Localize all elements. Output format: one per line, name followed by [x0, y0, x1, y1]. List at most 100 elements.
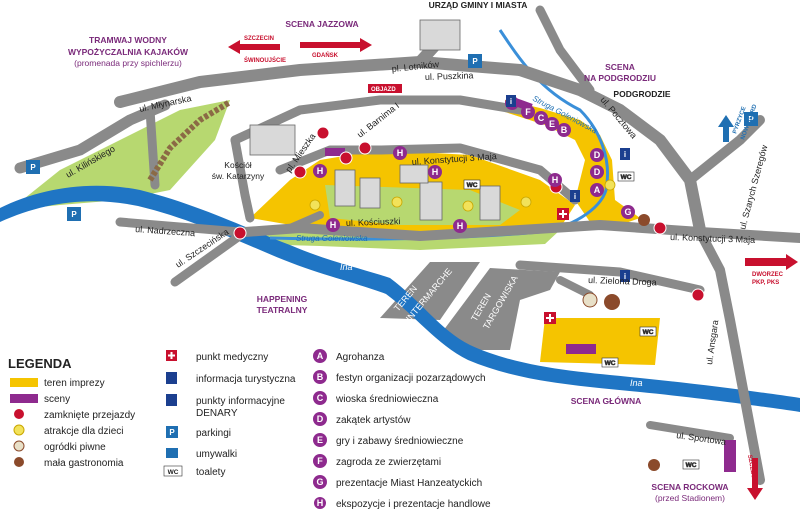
svg-text:A: A [317, 351, 324, 361]
svg-text:DENARY: DENARY [196, 408, 238, 419]
svg-text:(przed Stadionem): (przed Stadionem) [655, 493, 725, 503]
svg-text:DWORZEC: DWORZEC [752, 272, 784, 278]
svg-text:pl. Lotników: pl. Lotników [391, 59, 440, 74]
svg-text:ogródki piwne: ogródki piwne [44, 442, 106, 453]
svg-text:WYPOŻYCZALNIA KAJAKÓW: WYPOŻYCZALNIA KAJAKÓW [68, 46, 189, 57]
svg-text:wioska średniowieczna: wioska średniowieczna [335, 394, 439, 405]
old-town-wall [147, 99, 232, 182]
svg-text:WC: WC [686, 462, 697, 469]
svg-text:NA PODGRODZIU: NA PODGRODZIU [584, 73, 656, 83]
svg-text:Ina: Ina [340, 262, 353, 272]
svg-text:PKP, PKS: PKP, PKS [752, 280, 779, 286]
svg-text:(promenada przy spichlerzu): (promenada przy spichlerzu) [74, 58, 182, 68]
svg-text:atrakcje dla dzieci: atrakcje dla dzieci [44, 426, 123, 437]
svg-text:H: H [330, 220, 337, 230]
svg-text:toalety: toalety [196, 467, 225, 478]
svg-text:ul. Kościuszki: ul. Kościuszki [346, 216, 401, 228]
direction-arrows [228, 38, 798, 500]
svg-text:Struga Goleniowska: Struga Goleniowska [296, 234, 368, 243]
river-ina [0, 185, 800, 412]
svg-text:Agrohanza: Agrohanza [336, 352, 385, 363]
svg-text:sceny: sceny [44, 394, 70, 405]
svg-text:C: C [538, 113, 545, 123]
svg-text:P: P [30, 163, 36, 172]
svg-text:ul. Zielona Droga: ul. Zielona Droga [588, 275, 657, 287]
svg-text:WC: WC [621, 174, 632, 181]
svg-text:D: D [594, 150, 601, 160]
svg-text:H: H [552, 175, 559, 185]
svg-text:OBJAZD: OBJAZD [371, 87, 396, 93]
svg-text:H: H [397, 148, 404, 158]
svg-text:Ina: Ina [630, 378, 643, 388]
svg-text:ul. Szarych Szeregów: ul. Szarych Szeregów [737, 143, 769, 230]
svg-text:HAPPENING: HAPPENING [257, 294, 308, 304]
svg-text:gry i zabawy średniowieczne: gry i zabawy średniowieczne [336, 436, 464, 447]
svg-text:H: H [317, 166, 324, 176]
food-markers [582, 214, 660, 471]
svg-text:SCENA ROCKOWA: SCENA ROCKOWA [651, 482, 728, 492]
svg-text:B: B [317, 372, 324, 382]
svg-text:SCENA JAZZOWA: SCENA JAZZOWA [285, 19, 358, 29]
svg-text:Kościół: Kościół [224, 160, 252, 170]
svg-text:ul. Ansgara: ul. Ansgara [704, 319, 720, 365]
svg-text:G: G [624, 207, 631, 217]
info-markers: i i i i [506, 95, 630, 282]
svg-text:prezentacje Miast Hanzeatyckic: prezentacje Miast Hanzeatyckich [336, 478, 482, 489]
svg-text:PODGRODZIE: PODGRODZIE [613, 89, 670, 99]
svg-text:H: H [317, 498, 324, 508]
svg-text:mała gastronomia: mała gastronomia [44, 458, 124, 469]
svg-text:zamknięte przejazdy: zamknięte przejazdy [44, 410, 135, 421]
medical-markers [544, 208, 569, 324]
children-attraction-markers [309, 179, 616, 212]
wc-markers: WC WC WC WC WC [463, 171, 700, 470]
svg-text:URZĄD GMINY I MIASTA: URZĄD GMINY I MIASTA [429, 0, 528, 10]
svg-text:SZCZECIN: SZCZECIN [746, 454, 757, 485]
svg-text:F: F [317, 456, 323, 466]
parking-markers: P P P P [26, 54, 758, 221]
svg-text:parkingi: parkingi [196, 428, 231, 439]
svg-text:ŚWINOUJŚCIE: ŚWINOUJŚCIE [244, 57, 286, 64]
svg-text:P: P [169, 428, 175, 437]
svg-text:festyn organizacji pozarządowy: festyn organizacji pozarządowych [336, 373, 486, 384]
svg-text:H: H [432, 167, 439, 177]
svg-text:SCENA GŁÓWNA: SCENA GŁÓWNA [571, 395, 642, 406]
svg-text:punkt medyczny: punkt medyczny [196, 352, 268, 363]
svg-text:i: i [624, 150, 626, 159]
svg-text:informacja turystyczna: informacja turystyczna [196, 374, 296, 385]
legend-title: LEGENDA [8, 356, 72, 371]
svg-text:P: P [748, 115, 754, 124]
svg-text:i: i [574, 192, 576, 201]
svg-text:umywalki: umywalki [196, 449, 237, 460]
svg-text:i: i [510, 97, 512, 106]
svg-text:zagroda ze zwierzętami: zagroda ze zwierzętami [336, 457, 441, 468]
buildings [249, 19, 501, 221]
svg-text:SCENA: SCENA [605, 62, 635, 72]
svg-text:D: D [594, 167, 601, 177]
svg-text:G: G [316, 477, 323, 487]
svg-text:św. Katarzyny: św. Katarzyny [212, 171, 265, 181]
svg-text:ekspozycje i prezentacje handl: ekspozycje i prezentacje handlowe [336, 499, 491, 509]
svg-text:E: E [549, 119, 555, 129]
svg-text:ul. Puszkina: ul. Puszkina [425, 70, 474, 82]
svg-text:P: P [472, 57, 478, 66]
svg-text:P: P [71, 210, 77, 219]
legend: LEGENDA teren imprezy sceny zamknięte pr… [8, 349, 491, 509]
svg-text:WC: WC [605, 360, 616, 367]
svg-text:B: B [561, 125, 568, 135]
svg-text:D: D [317, 414, 324, 424]
svg-text:punkty informacyjne: punkty informacyjne [196, 396, 285, 407]
svg-text:H: H [457, 221, 464, 231]
terrain-targowisko [440, 268, 560, 350]
svg-text:WC: WC [643, 329, 654, 336]
svg-text:A: A [594, 185, 601, 195]
svg-text:SZCZECIN: SZCZECIN [244, 36, 274, 42]
svg-text:ul. Konstytucji 3 Maja: ul. Konstytucji 3 Maja [670, 232, 755, 245]
svg-text:TEATRALNY: TEATRALNY [257, 305, 308, 315]
event-area-main [540, 318, 660, 365]
event-area-podgrodzie [505, 100, 640, 225]
svg-text:i: i [624, 272, 626, 281]
park-west [10, 100, 230, 210]
svg-text:F: F [525, 107, 531, 117]
svg-text:zakątek artystów: zakątek artystów [336, 415, 411, 426]
